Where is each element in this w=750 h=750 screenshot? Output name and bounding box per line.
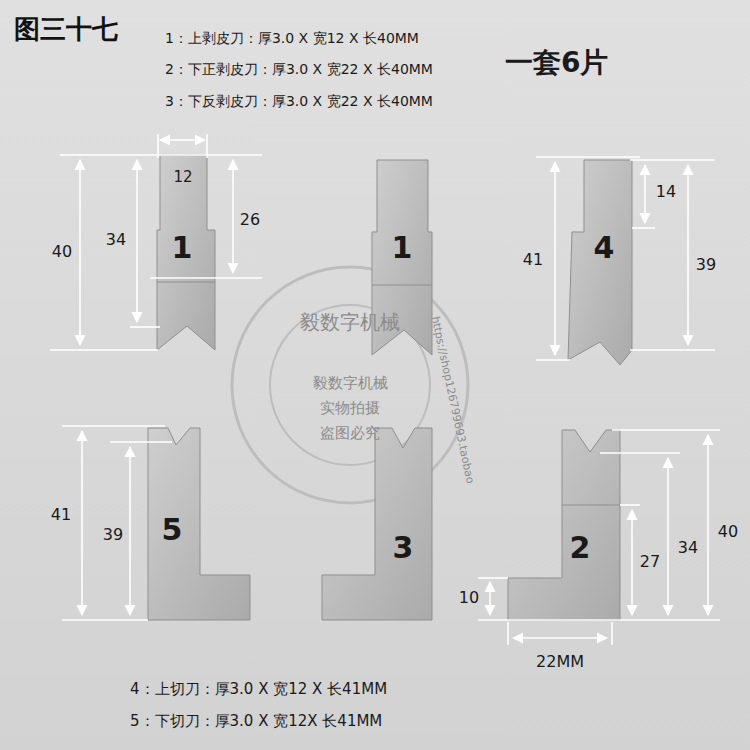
dimension: 22MM: [536, 653, 584, 671]
dimension: 34: [106, 231, 126, 249]
figure-title: 图三十七: [14, 15, 118, 45]
dimension: 41: [523, 251, 543, 269]
dimension: 39: [103, 526, 123, 544]
spec-line: 4：上切刀：厚3.0 X 宽12 X 长41MM: [130, 681, 387, 698]
callout-number: 2: [570, 531, 591, 566]
watermark: 实物拍摄: [320, 400, 380, 417]
dimension: 12: [173, 169, 192, 186]
spec-line: 1：上剥皮刀：厚3.0 X 宽12 X 长40MM: [165, 30, 419, 46]
dimension: 40: [52, 243, 72, 261]
callout-number: 5: [162, 513, 183, 548]
spec-line: 3：下反剥皮刀：厚3.0 X 宽22 X 长40MM: [165, 93, 433, 109]
dimension: 39: [696, 256, 716, 274]
dimension: 41: [51, 506, 71, 524]
callout-number: 4: [594, 231, 615, 266]
dimension: 40: [718, 523, 738, 541]
dimension: 10: [459, 589, 479, 607]
watermark: 毅数字机械: [300, 311, 400, 334]
spec-line: 2：下正剥皮刀：厚3.0 X 宽22 X 长40MM: [165, 61, 433, 77]
dimension: 34: [678, 539, 698, 557]
callout-number: 1: [392, 231, 413, 266]
dimension: 14: [656, 183, 676, 201]
dimension: 27: [640, 553, 660, 571]
dimension: 26: [240, 211, 260, 229]
watermark: 毅数字机械: [313, 375, 388, 392]
callout-number: 1: [172, 231, 193, 266]
set-note: 一套6片: [505, 47, 608, 79]
spec-line: 5：下切刀：厚3.0 X 宽12X 长41MM: [130, 713, 382, 730]
callout-number: 3: [393, 531, 414, 566]
watermark: 盗图必究: [320, 425, 380, 442]
